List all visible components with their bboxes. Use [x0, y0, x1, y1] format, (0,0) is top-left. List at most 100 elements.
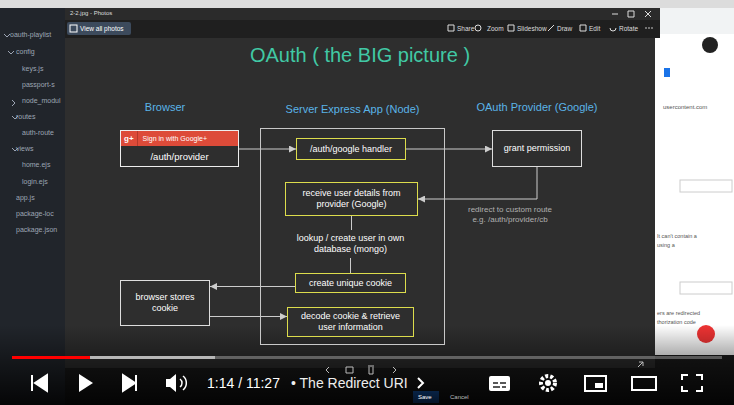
- ui-label: app.js: [16, 194, 35, 202]
- process-box: receive user details from provider (Goog…: [285, 182, 418, 216]
- ui-label: oauth-playlist: [10, 31, 51, 39]
- ui-label: Draw: [557, 25, 572, 33]
- box-text: receive user details from provider (Goog…: [290, 188, 413, 210]
- flow-arrow: [351, 216, 352, 230]
- slide-ground: [65, 38, 655, 368]
- browser-page: [655, 8, 734, 355]
- ui-label: usercontent.com: [663, 104, 707, 111]
- ui-label: package.json: [16, 226, 57, 234]
- ui-label: config: [16, 48, 35, 56]
- settings-hub: [545, 380, 551, 386]
- progress-buffer: [12, 356, 215, 359]
- ui-label: passport-s: [22, 81, 55, 89]
- ui-label: home.ejs: [22, 161, 50, 169]
- flow-arrow: [210, 316, 287, 317]
- flow-arrow: [239, 149, 296, 150]
- box-text: browser stores cookie: [125, 292, 205, 314]
- ui-label: keys.js: [22, 65, 43, 73]
- miniplayer-inner: [595, 383, 603, 388]
- ui-label: thorization code: [657, 319, 696, 326]
- input-box: [680, 282, 732, 294]
- diagram-title: OAuth ( the BIG picture ): [160, 43, 560, 67]
- ui-label: • The Redirect URI: [291, 375, 408, 392]
- box-text: decode cookie & retrieve user informatio…: [292, 311, 409, 333]
- miniplayer-icon: [585, 376, 606, 391]
- ui-label: 2-2.jpg - Photos: [70, 10, 112, 17]
- expand-icon: [638, 362, 643, 367]
- route-text: /auth/provider: [121, 146, 238, 166]
- ui-label: Rotate: [619, 25, 638, 33]
- ui-label: ers are redirected: [657, 310, 700, 317]
- process-box: /auth/google handler: [296, 138, 406, 160]
- flow-arrow: [210, 286, 295, 287]
- box-text: grant permission: [504, 143, 571, 154]
- player-gradient: [0, 325, 734, 405]
- photos-icon: [70, 25, 77, 32]
- tree-arrows: [4, 34, 18, 151]
- flow-arrow: [418, 167, 537, 199]
- flow-arrow: [350, 258, 351, 273]
- photos-toolbar: [65, 20, 660, 38]
- ui-label: Cancel: [450, 394, 469, 401]
- input-box: [680, 180, 732, 192]
- box-text: lookup / create user in own database (mo…: [282, 233, 419, 255]
- ui-label: auth-route: [22, 129, 54, 137]
- process-box: g+Sign in with Google+/auth/provider: [120, 130, 239, 167]
- ui-label: 1:14 / 11:27: [207, 375, 280, 392]
- trash-icon: [664, 68, 670, 77]
- subtitles-lines: [493, 383, 506, 387]
- ui-label: Edit: [589, 25, 600, 33]
- avatar: [702, 37, 718, 53]
- play-button: [79, 374, 93, 392]
- progress-played: [12, 356, 90, 359]
- process-box: decode cookie & retrieve user informatio…: [287, 307, 414, 337]
- ui-label: Zoom: [487, 25, 504, 33]
- view-all-button: [67, 22, 131, 35]
- ui-label: views: [16, 145, 34, 153]
- flow-arrow: [406, 149, 492, 150]
- previous-button: [32, 375, 47, 391]
- volume-icon: [166, 374, 176, 392]
- next-button: [123, 375, 136, 391]
- ui-label: It can't contain a: [657, 233, 697, 240]
- ui-label: Share: [457, 25, 474, 33]
- more-dot: [648, 27, 650, 29]
- column-heading: OAuth Provider (Google): [462, 101, 612, 114]
- box-text: /auth/google handler: [310, 144, 392, 155]
- group-heading: Server Express App (Node): [231, 103, 474, 116]
- viewer-nav: [326, 366, 396, 374]
- ui-label: using a: [657, 242, 675, 249]
- process-box: grant permission: [492, 130, 582, 167]
- ui-label: Save: [418, 394, 432, 401]
- window-controls: [612, 11, 651, 17]
- photos-titlebar: [65, 8, 660, 20]
- ui-label: Slideshow: [517, 25, 547, 33]
- server-group: Server Express App (Node)/auth/google ha…: [260, 128, 445, 345]
- ui-label: node_modul: [22, 97, 61, 105]
- process-text: lookup / create user in own database (mo…: [278, 230, 423, 258]
- box-text: create unique cookie: [309, 278, 392, 289]
- settings-gear: [541, 376, 555, 390]
- more-dot: [651, 27, 653, 29]
- more-dot: [645, 27, 647, 29]
- edge-label: redirect to custom route e.g. /auth/prov…: [463, 205, 558, 225]
- ui-label: login.ejs: [22, 178, 48, 186]
- fullscreen-icon: [682, 375, 702, 391]
- ui-label: View all photos: [80, 25, 124, 33]
- editor-titlebar: [0, 0, 734, 8]
- subtitles-icon: [489, 376, 510, 391]
- progress-track: [12, 356, 722, 359]
- ui-label: routes: [16, 113, 35, 121]
- chapter-chevron: [418, 378, 423, 388]
- column-heading: Browser: [105, 101, 225, 114]
- process-box: create unique cookie: [295, 273, 406, 293]
- process-box: browser stores cookie: [120, 280, 210, 326]
- theater-icon: [632, 377, 656, 390]
- google-plus-icon: g+: [121, 131, 138, 146]
- signin-text: Sign in with Google+: [138, 133, 207, 144]
- google-signin-bar: g+Sign in with Google+: [121, 131, 238, 146]
- browser-toolbar: [655, 8, 734, 34]
- ui-label: package-loc: [16, 210, 54, 218]
- volume-waves: [180, 376, 186, 390]
